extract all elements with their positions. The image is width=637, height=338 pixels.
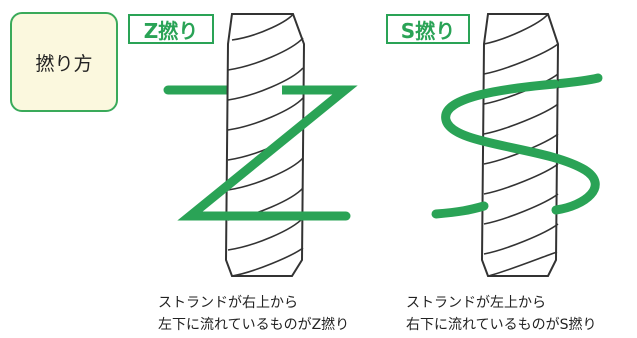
z-twist-label: Z撚り	[128, 14, 214, 44]
z-rope-body	[224, 13, 306, 277]
z-caption-line2: 左下に流れているものがZ撚り	[158, 317, 350, 333]
z-rope	[163, 13, 358, 277]
z-caption-line1: ストランドが右上から	[158, 295, 298, 311]
s-caption-line2: 右下に流れているものがS撚り	[406, 317, 597, 333]
s-twist-label-text: S撚り	[400, 18, 456, 43]
s-caption-line1: ストランドが左上から	[406, 295, 546, 311]
s-stroke-front	[441, 79, 600, 215]
z-twist-caption: ストランドが右上から 左下に流れているものがZ撚り	[158, 292, 349, 336]
z-twist-label-text: Z撚り	[143, 18, 199, 43]
s-twist-label: S撚り	[386, 14, 470, 44]
s-stroke-top	[550, 73, 603, 89]
title-box: 撚り方	[10, 12, 118, 112]
z-stroke-front	[177, 85, 358, 221]
s-rope	[431, 13, 603, 277]
s-twist-caption: ストランドが左上から 右下に流れているものがS撚り	[406, 292, 596, 336]
title-text: 撚り方	[35, 52, 93, 75]
s-stroke-bottom	[431, 201, 489, 219]
